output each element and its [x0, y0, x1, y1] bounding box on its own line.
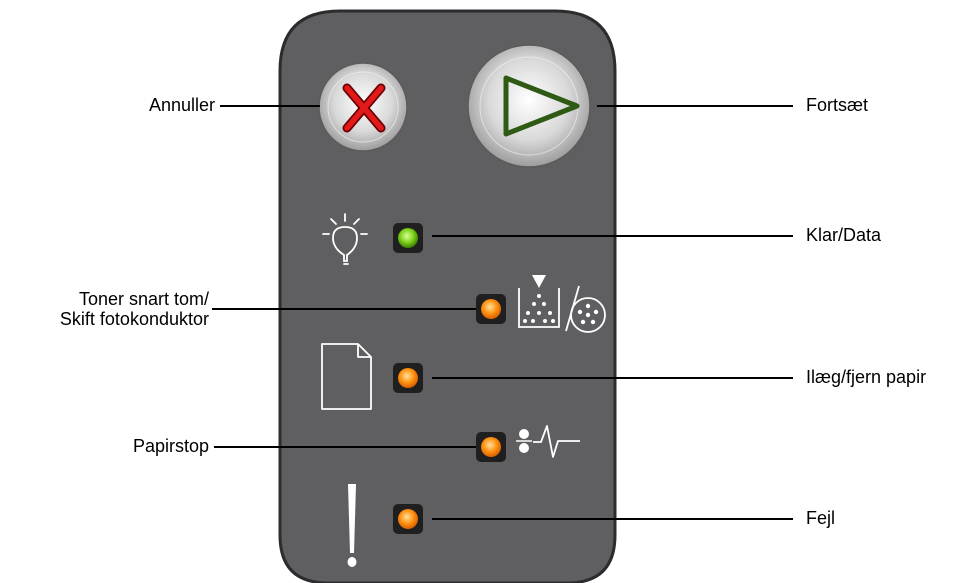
error-light — [393, 504, 423, 534]
toner-low-label-line2: Skift fotokonduktor — [59, 309, 209, 329]
load-paper-label: Ilæg/fjern papir — [806, 367, 927, 387]
ready-data-light — [393, 223, 423, 253]
paper-jam-light — [476, 432, 506, 462]
load-paper-light — [393, 363, 423, 393]
toner-low-light — [476, 294, 506, 324]
continue-label: Fortsæt — [806, 95, 869, 115]
red-x-icon — [342, 83, 386, 133]
ready-data-label: Klar/Data — [806, 225, 882, 245]
green-play-triangle-icon — [503, 75, 580, 137]
toner-low-label-line1: Toner snart tom/ — [78, 289, 209, 309]
paper-jam-icon — [516, 425, 580, 458]
lightbulb-icon — [322, 213, 368, 265]
cancel-button[interactable] — [318, 62, 408, 152]
paper-jam-label: Papirstop — [132, 436, 209, 456]
toner-photoconductor-icon — [518, 275, 606, 333]
paper-sheet-icon — [321, 343, 372, 410]
leader-lines — [212, 105, 793, 520]
error-label: Fejl — [806, 508, 836, 528]
exclamation-icon — [347, 484, 357, 567]
continue-button[interactable] — [467, 44, 591, 168]
cancel-label: Annuller — [148, 95, 215, 115]
toner-low-label: Toner snart tom/ Skift fotokonduktor — [60, 289, 209, 329]
